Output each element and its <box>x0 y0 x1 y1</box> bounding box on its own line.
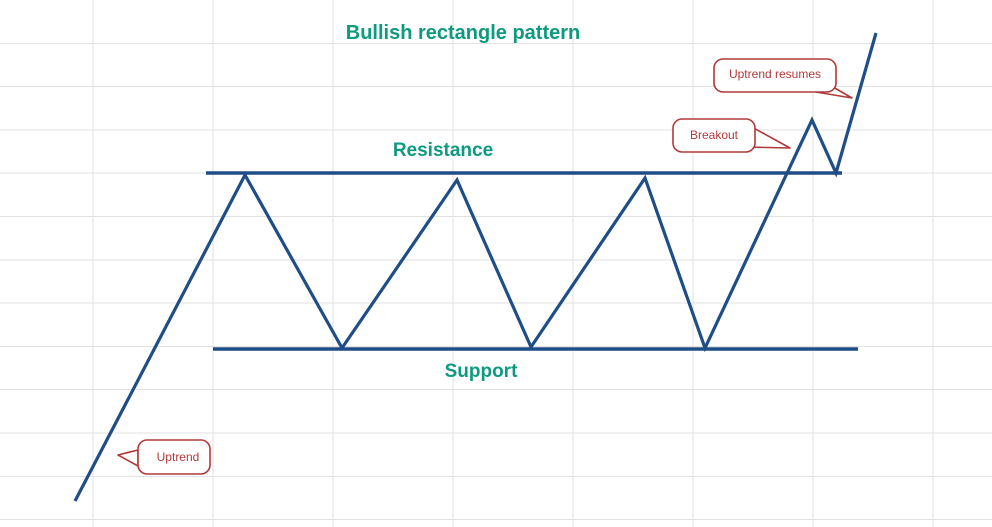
callout-breakout[interactable]: Breakout <box>672 118 791 153</box>
callout-box-uptrend-resumes <box>713 58 837 93</box>
callout-label-uptrend-resumes: Uptrend resumes <box>729 67 821 81</box>
resistance-label: Resistance <box>393 140 493 161</box>
callout-uptrend[interactable]: Uptrend <box>117 439 211 475</box>
callout-label-uptrend: Uptrend <box>157 450 200 464</box>
callout-label-breakout: Breakout <box>690 128 739 142</box>
support-label: Support <box>445 361 518 382</box>
annotations-layer: Uptrend Breakout Uptrend resumes <box>117 58 853 475</box>
price-line-layer <box>73 32 878 502</box>
callout-box-breakout <box>672 118 756 153</box>
chart-title: Bullish rectangle pattern <box>346 22 581 44</box>
callout-tail-uptrend <box>117 449 139 467</box>
price-line-price <box>73 32 878 502</box>
callout-box-uptrend <box>137 439 211 475</box>
callout-uptrend-resumes[interactable]: Uptrend resumes <box>713 58 853 99</box>
